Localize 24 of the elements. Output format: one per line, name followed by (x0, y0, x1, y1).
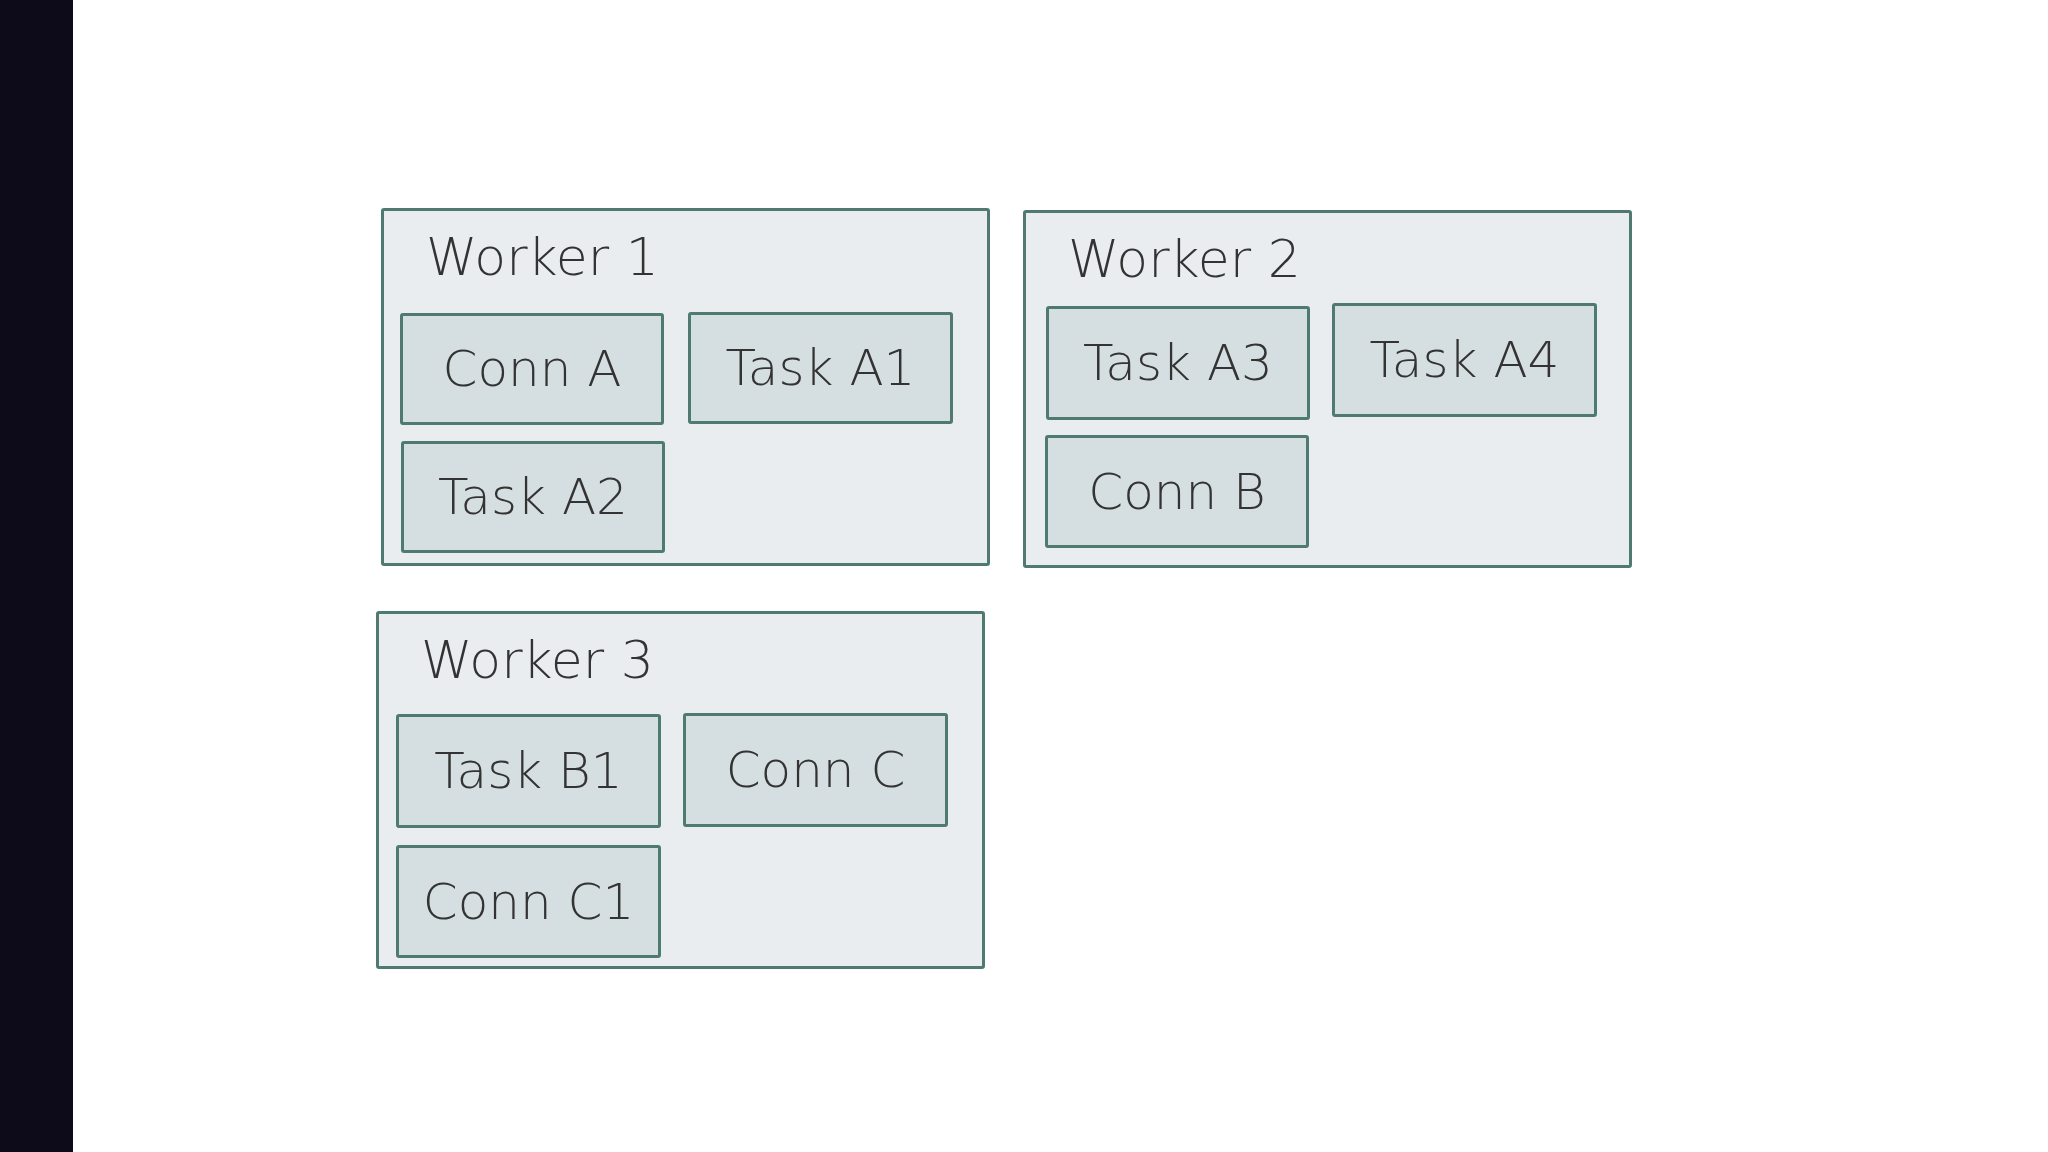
task-box (688, 312, 953, 424)
worker-panel (376, 611, 985, 969)
task-box (683, 713, 948, 827)
box-label: Task A4 (1369, 331, 1560, 389)
box-label: Conn A (442, 340, 622, 398)
task-box (1045, 435, 1309, 548)
task-box (396, 714, 661, 828)
box-label: Conn C (725, 741, 906, 799)
panel-title: Worker 1 (426, 227, 659, 287)
worker-panel (1023, 210, 1632, 568)
box-label: Conn B (1088, 462, 1266, 521)
task-box (401, 441, 665, 553)
task-box (400, 313, 664, 425)
task-box (1046, 306, 1310, 420)
panel-title: Worker 2 (1068, 229, 1301, 289)
box-label: Conn C1 (422, 872, 635, 931)
box-label: Task A1 (725, 339, 916, 397)
box-label: Task A3 (1083, 334, 1273, 392)
task-box (396, 845, 661, 958)
task-box (1332, 303, 1597, 417)
box-label: Task B1 (434, 742, 623, 800)
worker-panel (381, 208, 990, 566)
panel-title: Worker 3 (421, 630, 654, 690)
box-label: Task A2 (438, 468, 628, 526)
